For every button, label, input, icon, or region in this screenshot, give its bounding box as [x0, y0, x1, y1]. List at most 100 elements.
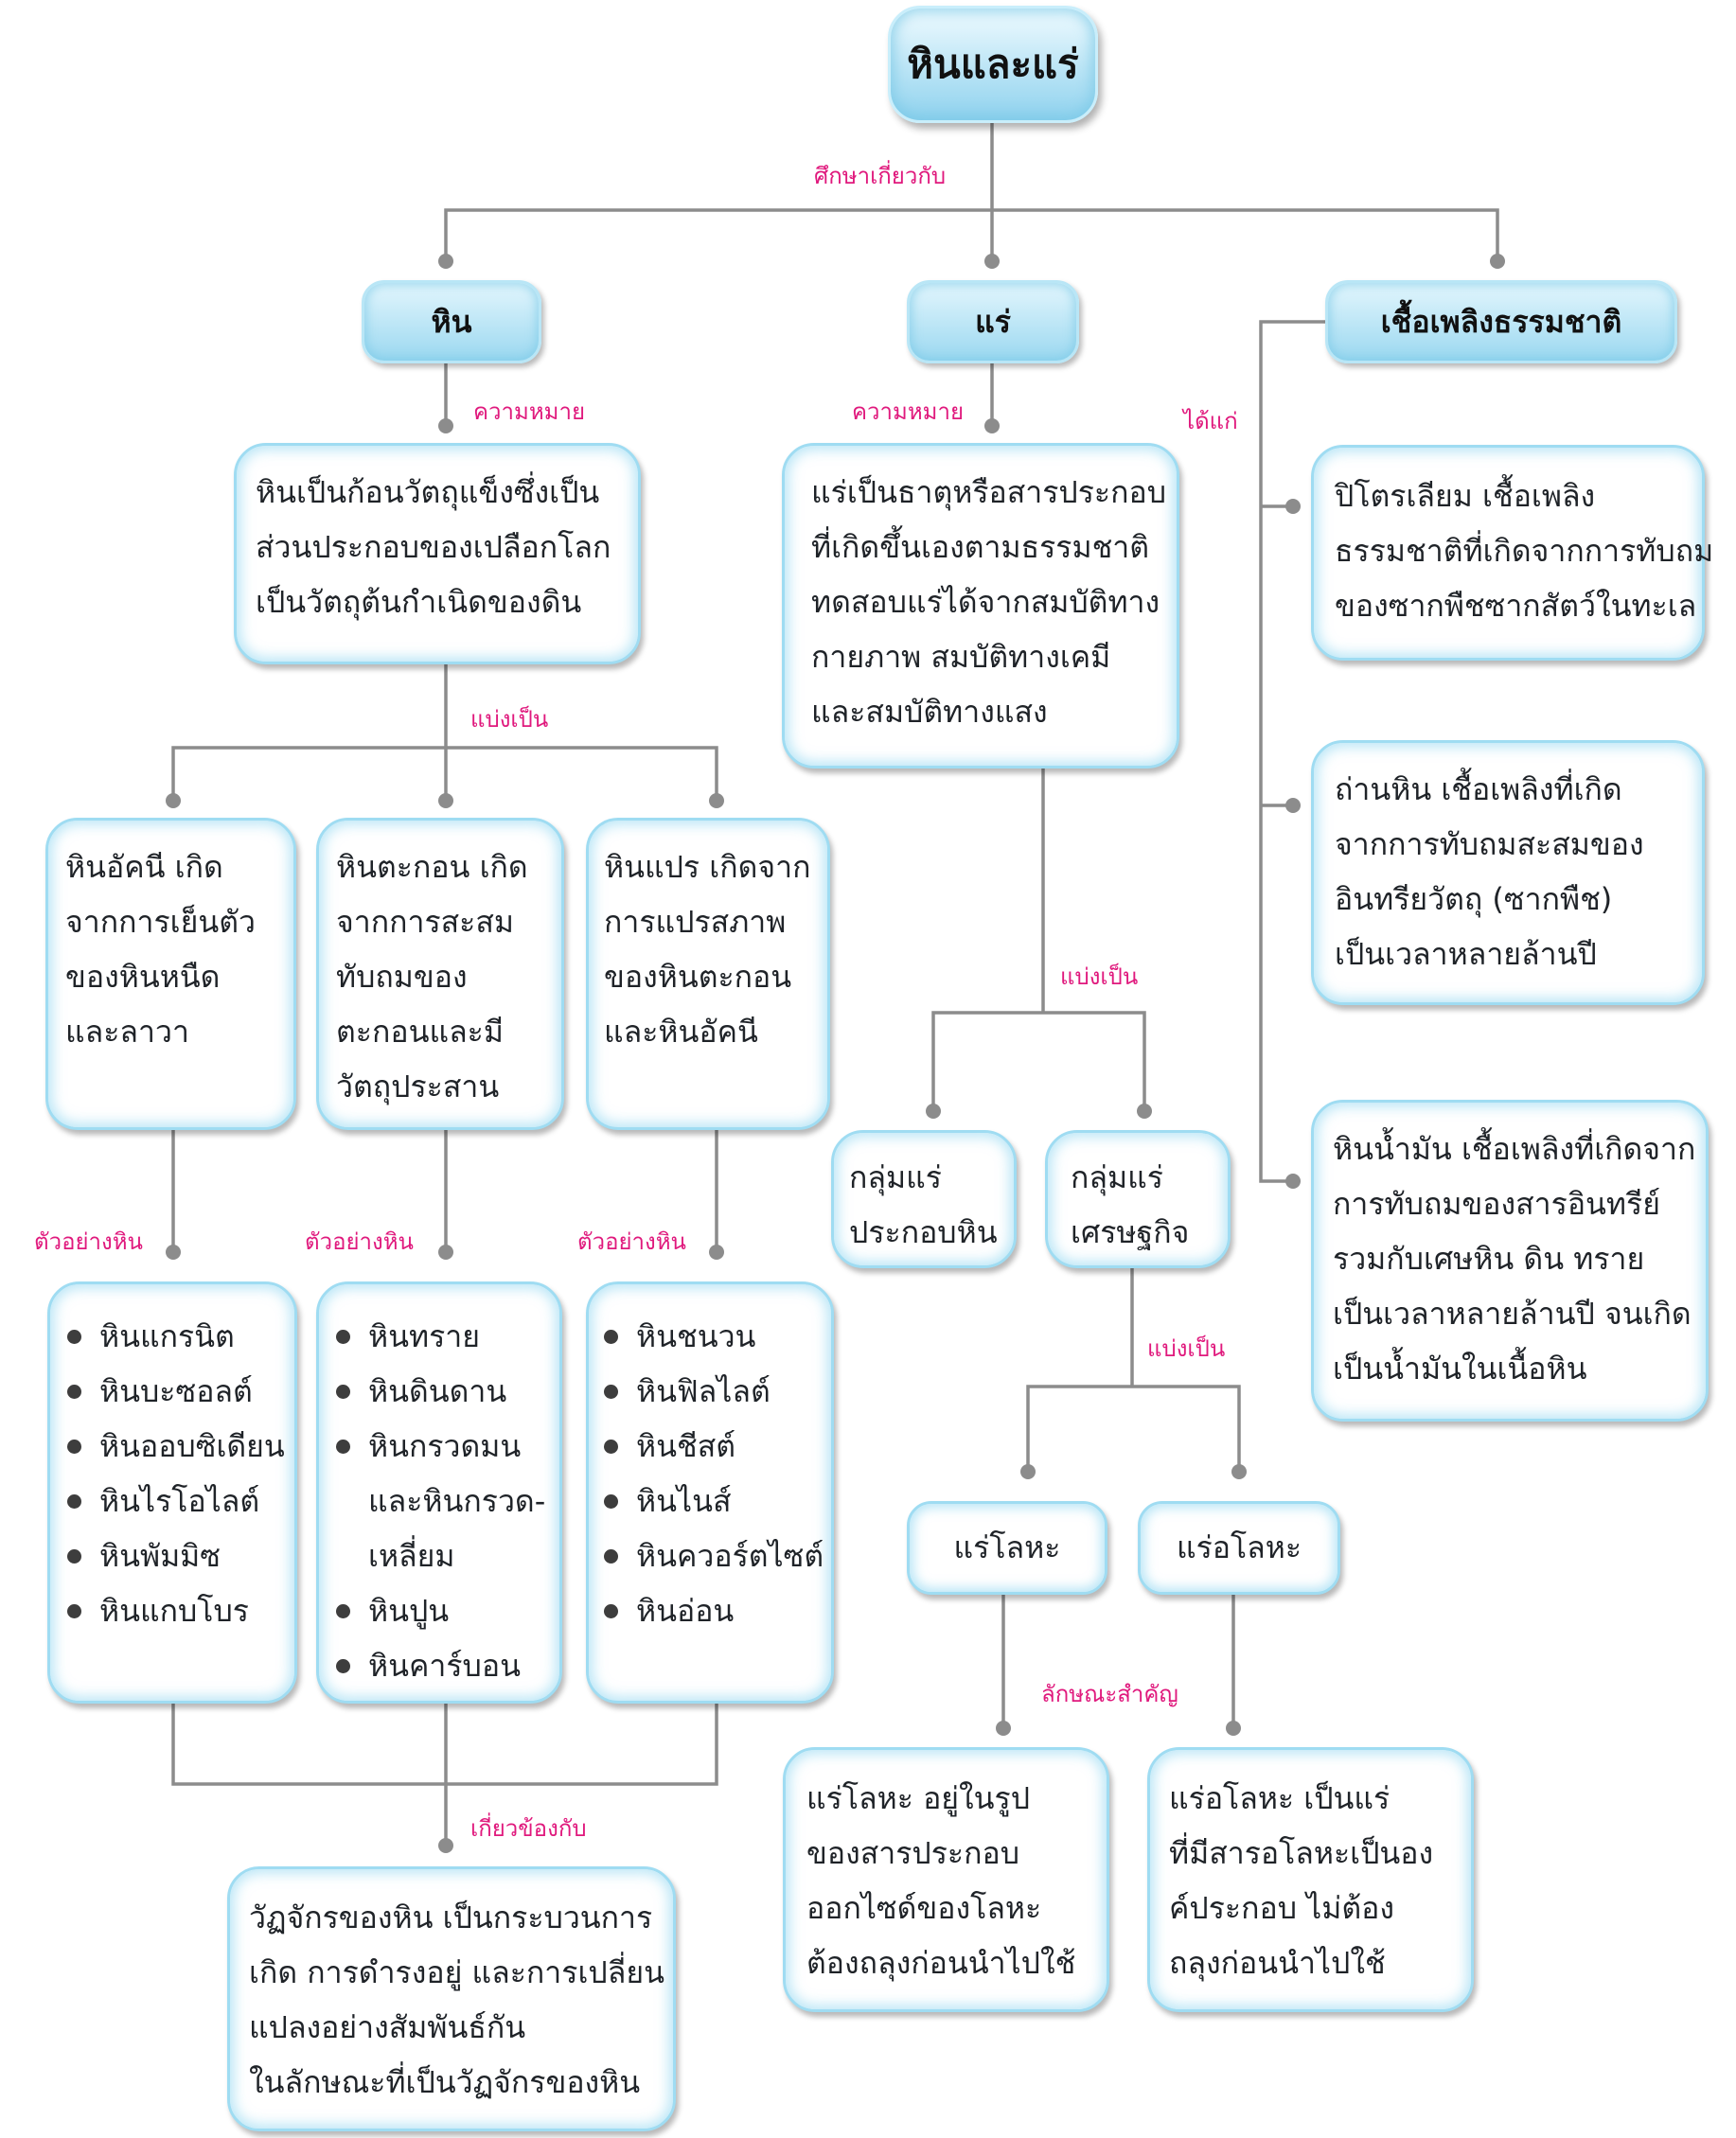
- mineral-def-line: และสมบัติทางแสง: [811, 694, 1048, 730]
- label-rock-divide: แบ่งเป็น: [470, 706, 549, 733]
- fuel-line: เป็นเวลาหลายล้านปี จนเกิด: [1333, 1296, 1692, 1332]
- example-text: หินควอร์ตไซต์: [636, 1538, 824, 1574]
- ore-desc-line: แร่โลหะ อยู่ในรูป: [806, 1780, 1031, 1816]
- fuel-line: เป็นน้ำมันในเนื้อหิน: [1333, 1351, 1587, 1387]
- fuel-line: จากการทับถมสะสมของ: [1335, 826, 1644, 862]
- example-item: หินทราย: [334, 1309, 544, 1364]
- bullet-icon: [604, 1440, 618, 1454]
- root-node: หินและแร่: [888, 6, 1098, 123]
- example-item: หินไรโอไลต์: [65, 1474, 279, 1528]
- example-item: หินฟิลไลต์: [602, 1364, 818, 1419]
- igneous-line: ของหินหนืด: [65, 959, 221, 995]
- label-characteristic: ลักษณะสำคัญ: [1041, 1681, 1178, 1707]
- example-item: หินชนวน: [602, 1309, 818, 1364]
- mineral-definition: แร่เป็นธาตุหรือสารประกอบ ที่เกิดขึ้นเองต…: [782, 443, 1179, 769]
- bullet-icon: [336, 1604, 350, 1618]
- example-text: หินฟิลไลต์: [636, 1373, 771, 1409]
- fuel-line: ปิโตรเลียม เชื้อเพลิง: [1335, 478, 1596, 514]
- ore-desc-line: ค์ประกอบ ไม่ต้อง: [1169, 1890, 1394, 1926]
- example-text: หินแกบโบร: [99, 1593, 249, 1629]
- rock-cycle-line: เกิด การดำรงอยู่ และการเปลี่ยน: [249, 1954, 664, 1990]
- example-text: หินชนวน: [636, 1318, 756, 1354]
- label-related: เกี่ยวข้องกับ: [470, 1815, 587, 1842]
- metamorphic-line: ของหินตะกอน: [604, 959, 792, 995]
- rock-definition: หินเป็นก้อนวัตถุแข็งซึ่งเป็น ส่วนประกอบข…: [234, 443, 641, 664]
- rock-def-line: หินเป็นก้อนวัตถุแข็งซึ่งเป็น: [256, 474, 600, 510]
- rock-def-line: ส่วนประกอบของเปลือกโลก: [256, 529, 611, 565]
- metamorphic-line: หินแปร เกิดจาก: [604, 849, 811, 885]
- mineral-group-line: กลุ่มแร่: [849, 1159, 942, 1195]
- bullet-icon: [67, 1385, 81, 1399]
- mineral-def-line: แร่เป็นธาตุหรือสารประกอบ: [811, 474, 1166, 510]
- ore-desc-line: ที่มีสารอโลหะเป็นอง: [1169, 1835, 1434, 1871]
- mineral-def-line: ทดสอบแร่ได้จากสมบัติทาง: [811, 584, 1160, 620]
- example-text: หินไนส์: [636, 1483, 732, 1519]
- bullet-icon: [67, 1604, 81, 1618]
- igneous-line: และลาวา: [65, 1014, 189, 1050]
- fuel-line: การทับถมของสารอินทรีย์: [1333, 1186, 1660, 1222]
- example-text: หินบะซอลต์: [99, 1373, 253, 1409]
- rock-cycle: วัฏจักรของหิน เป็นกระบวนการ เกิด การดำรง…: [227, 1866, 676, 2131]
- sedimentary-line: จากการสะสม: [336, 904, 514, 940]
- category-mineral-label: แร่: [975, 303, 1011, 340]
- label-mineral-meaning: ความหมาย: [852, 398, 965, 425]
- examples-igneous: หินแกรนิต หินบะซอลต์ หินออบซิเดียน หินไร…: [47, 1281, 297, 1704]
- ore-desc-line: แร่อโลหะ เป็นแร่: [1169, 1780, 1391, 1816]
- sedimentary-line: ตะกอนและมี: [336, 1014, 504, 1050]
- rock-def-line: เป็นวัตถุต้นกำเนิดของดิน: [256, 584, 582, 620]
- ore-metallic-label: แร่โลหะ: [953, 1529, 1061, 1565]
- root-title: หินและแร่: [907, 41, 1079, 87]
- examples-metamorphic: หินชนวน หินฟิลไลต์ หินชีสต์ หินไนส์ หินค…: [586, 1281, 834, 1704]
- bullet-icon: [336, 1659, 350, 1673]
- label-econ-divide: แบ่งเป็น: [1147, 1335, 1226, 1362]
- example-item: หินกรวดมน: [334, 1419, 544, 1474]
- example-item: หินไนส์: [602, 1474, 818, 1528]
- bullet-icon: [604, 1494, 618, 1509]
- igneous-line: หินอัคนี เกิด: [65, 849, 223, 885]
- example-text: หินแกรนิต: [99, 1318, 235, 1354]
- mineral-group-line: กลุ่มแร่: [1071, 1159, 1163, 1195]
- ore-nonmetallic-label: แร่อโลหะ: [1176, 1529, 1302, 1565]
- examples-sedimentary: หินทราย หินดินดาน หินกรวดมน และหินกรวด- …: [316, 1281, 562, 1704]
- ore-desc-line: ออกไซด์ของโลหะ: [806, 1890, 1042, 1926]
- example-item-continued: เหลี่ยม: [334, 1528, 544, 1583]
- example-item: หินแกรนิต: [65, 1309, 279, 1364]
- rock-type-metamorphic: หินแปร เกิดจาก การแปรสภาพ ของหินตะกอน แล…: [586, 818, 830, 1130]
- mineral-group-line: ประกอบหิน: [849, 1214, 998, 1250]
- bullet-icon: [67, 1549, 81, 1564]
- sedimentary-line: ทับถมของ: [336, 959, 468, 995]
- example-item: หินแกบโบร: [65, 1583, 279, 1638]
- bullet-icon: [336, 1385, 350, 1399]
- bullet-icon: [604, 1330, 618, 1344]
- fuel-oil-shale: หินน้ำมัน เชื้อเพลิงที่เกิดจาก การทับถมข…: [1311, 1100, 1709, 1422]
- example-item: หินดินดาน: [334, 1364, 544, 1419]
- fuel-line: ธรรมชาติที่เกิดจากการทับถม: [1335, 533, 1714, 569]
- bullet-icon: [67, 1440, 81, 1454]
- rock-cycle-line: ในลักษณะที่เป็นวัฏจักรของหิน: [249, 2064, 641, 2100]
- igneous-line: จากการเย็นตัว: [65, 904, 256, 940]
- category-rock: หิน: [362, 280, 541, 363]
- example-text: หินพัมมิซ: [99, 1538, 221, 1574]
- example-text: หินปูน: [368, 1593, 450, 1629]
- bullet-icon: [336, 1330, 350, 1344]
- rock-type-sedimentary: หินตะกอน เกิด จากการสะสม ทับถมของ ตะกอนแ…: [316, 818, 564, 1130]
- example-item: หินบะซอลต์: [65, 1364, 279, 1419]
- example-item: หินคาร์บอน: [334, 1638, 544, 1693]
- example-text: หินไรโอไลต์: [99, 1483, 260, 1519]
- mineral-group-line: เศรษฐกิจ: [1071, 1214, 1190, 1250]
- bullet-icon: [67, 1494, 81, 1509]
- label-rock-meaning: ความหมาย: [473, 398, 586, 425]
- ore-desc-line: ต้องถลุงก่อนนำไปใช้: [806, 1945, 1076, 1981]
- rock-cycle-line: แปลงอย่างสัมพันธ์กัน: [249, 2009, 526, 2045]
- example-text: หินอ่อน: [636, 1593, 735, 1629]
- example-text: และหินกรวด-: [368, 1483, 546, 1519]
- example-item: หินควอร์ตไซต์: [602, 1528, 824, 1583]
- example-item: หินอ่อน: [602, 1583, 818, 1638]
- rock-type-igneous: หินอัคนี เกิด จากการเย็นตัว ของหินหนืด แ…: [45, 818, 296, 1130]
- fuel-line: อินทรียวัตถุ (ซากพืช): [1335, 881, 1613, 917]
- example-item: หินออบซิเดียน: [65, 1419, 285, 1474]
- ore-nonmetallic: แร่อโลหะ: [1138, 1501, 1340, 1595]
- example-item-continued: และหินกรวด-: [334, 1474, 546, 1528]
- ore-metallic-description: แร่โลหะ อยู่ในรูป ของสารประกอบ ออกไซด์ขอ…: [783, 1747, 1109, 2012]
- example-text: หินคาร์บอน: [368, 1648, 521, 1684]
